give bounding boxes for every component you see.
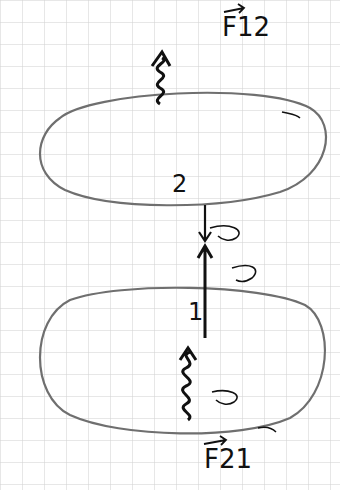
current-arrow <box>212 391 237 404</box>
current-loop <box>40 93 326 205</box>
loop-number: 1 <box>188 300 203 324</box>
current-loop <box>40 288 325 434</box>
current-arrow <box>210 226 239 240</box>
force-arrow <box>199 205 211 241</box>
vector-arrow <box>224 4 244 13</box>
force-arrow <box>152 52 170 104</box>
force-arrow <box>198 246 212 338</box>
vector-arrow <box>204 436 226 445</box>
current-arrow <box>282 112 300 118</box>
force-label: F12 <box>222 14 270 40</box>
loop-number: 2 <box>172 172 187 196</box>
current-arrow <box>258 427 276 432</box>
force-arrow <box>180 348 196 420</box>
force-label: F21 <box>204 446 252 472</box>
current-arrow <box>232 266 256 282</box>
